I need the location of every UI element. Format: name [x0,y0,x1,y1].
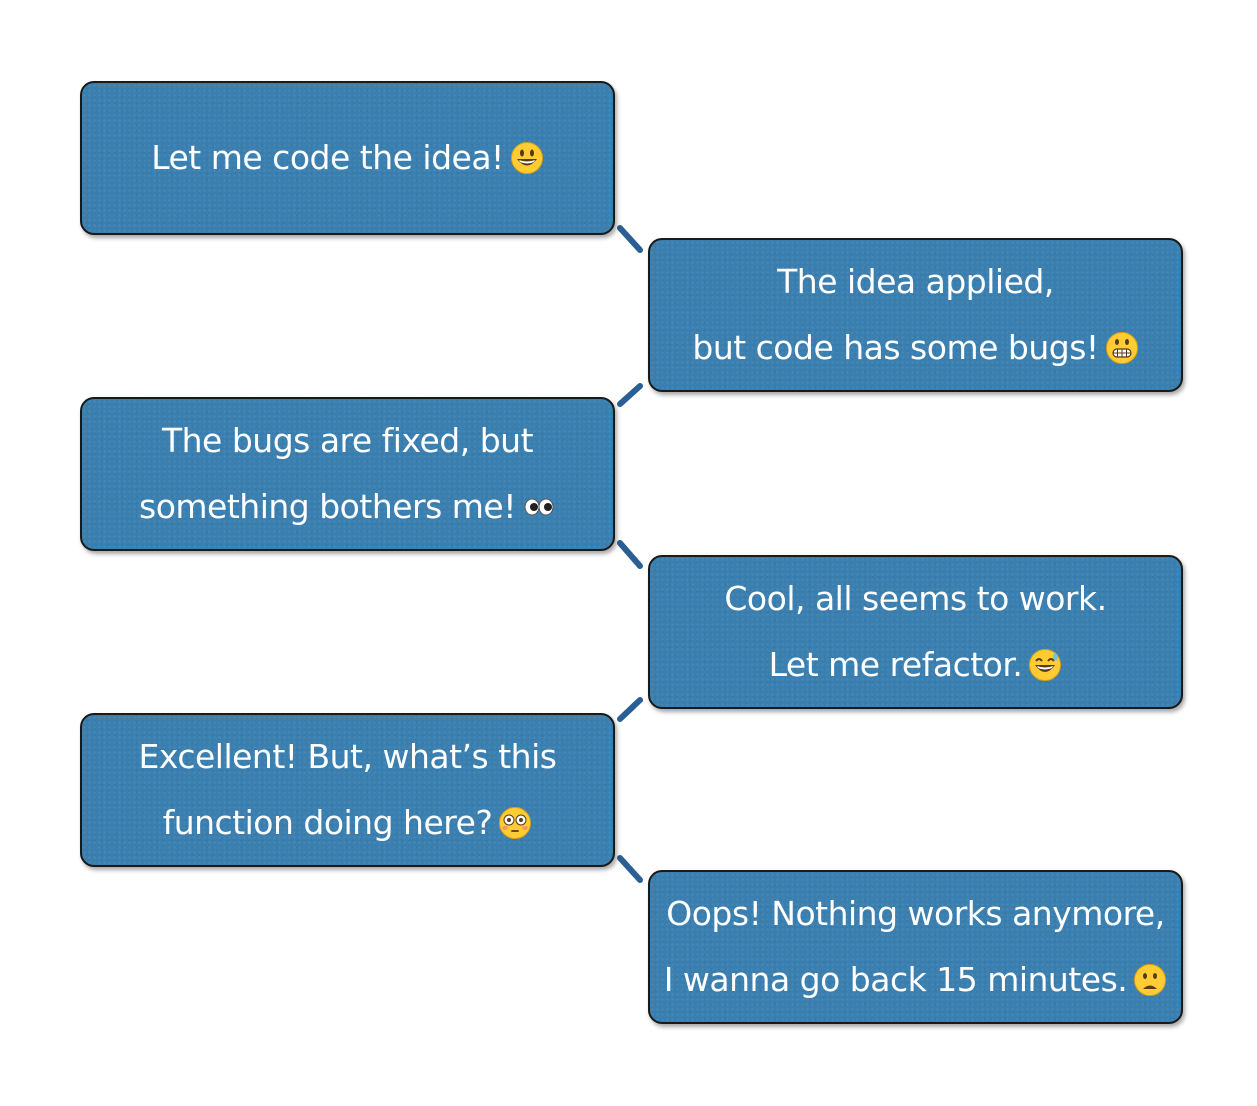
message-box-3: The bugs are fixed, but something bother… [80,397,615,551]
message-box-6: Oops! Nothing works anymore, I wanna go … [648,870,1183,1024]
frowning-face-icon [1133,963,1167,997]
connector-1-2 [617,225,643,253]
message-3-line-2: something bothers me! [139,487,516,526]
message-4-line-1: Cool, all seems to work. [724,579,1107,618]
message-6-line-1: Oops! Nothing works anymore, [666,894,1165,933]
message-box-1: Let me code the idea! [80,81,615,235]
message-3-line-1: The bugs are fixed, but [161,421,534,460]
grimacing-face-icon [1105,331,1139,365]
connector-2-3 [617,383,643,407]
message-box-5: Excellent! But, what’s this function doi… [80,713,615,867]
connector-4-5 [617,697,643,722]
message-1-line-1: Let me code the idea! [151,138,504,177]
message-2-line-1: The idea applied, [777,262,1054,301]
eyes-icon [522,490,556,524]
message-5-line-2: function doing here? [162,803,493,842]
message-6-line-2: I wanna go back 15 minutes. [663,960,1128,999]
message-box-2: The idea applied, but code has some bugs… [648,238,1183,392]
grinning-sweat-face-icon [1028,648,1062,682]
grinning-face-icon [510,141,544,175]
message-box-4: Cool, all seems to work. Let me refactor… [648,555,1183,709]
connector-5-6 [617,855,643,883]
flushed-face-icon [498,806,532,840]
message-2-line-2: but code has some bugs! [692,328,1099,367]
connector-3-4 [617,540,643,569]
message-4-line-2: Let me refactor. [768,645,1023,684]
message-5-line-1: Excellent! But, what’s this [138,737,557,776]
